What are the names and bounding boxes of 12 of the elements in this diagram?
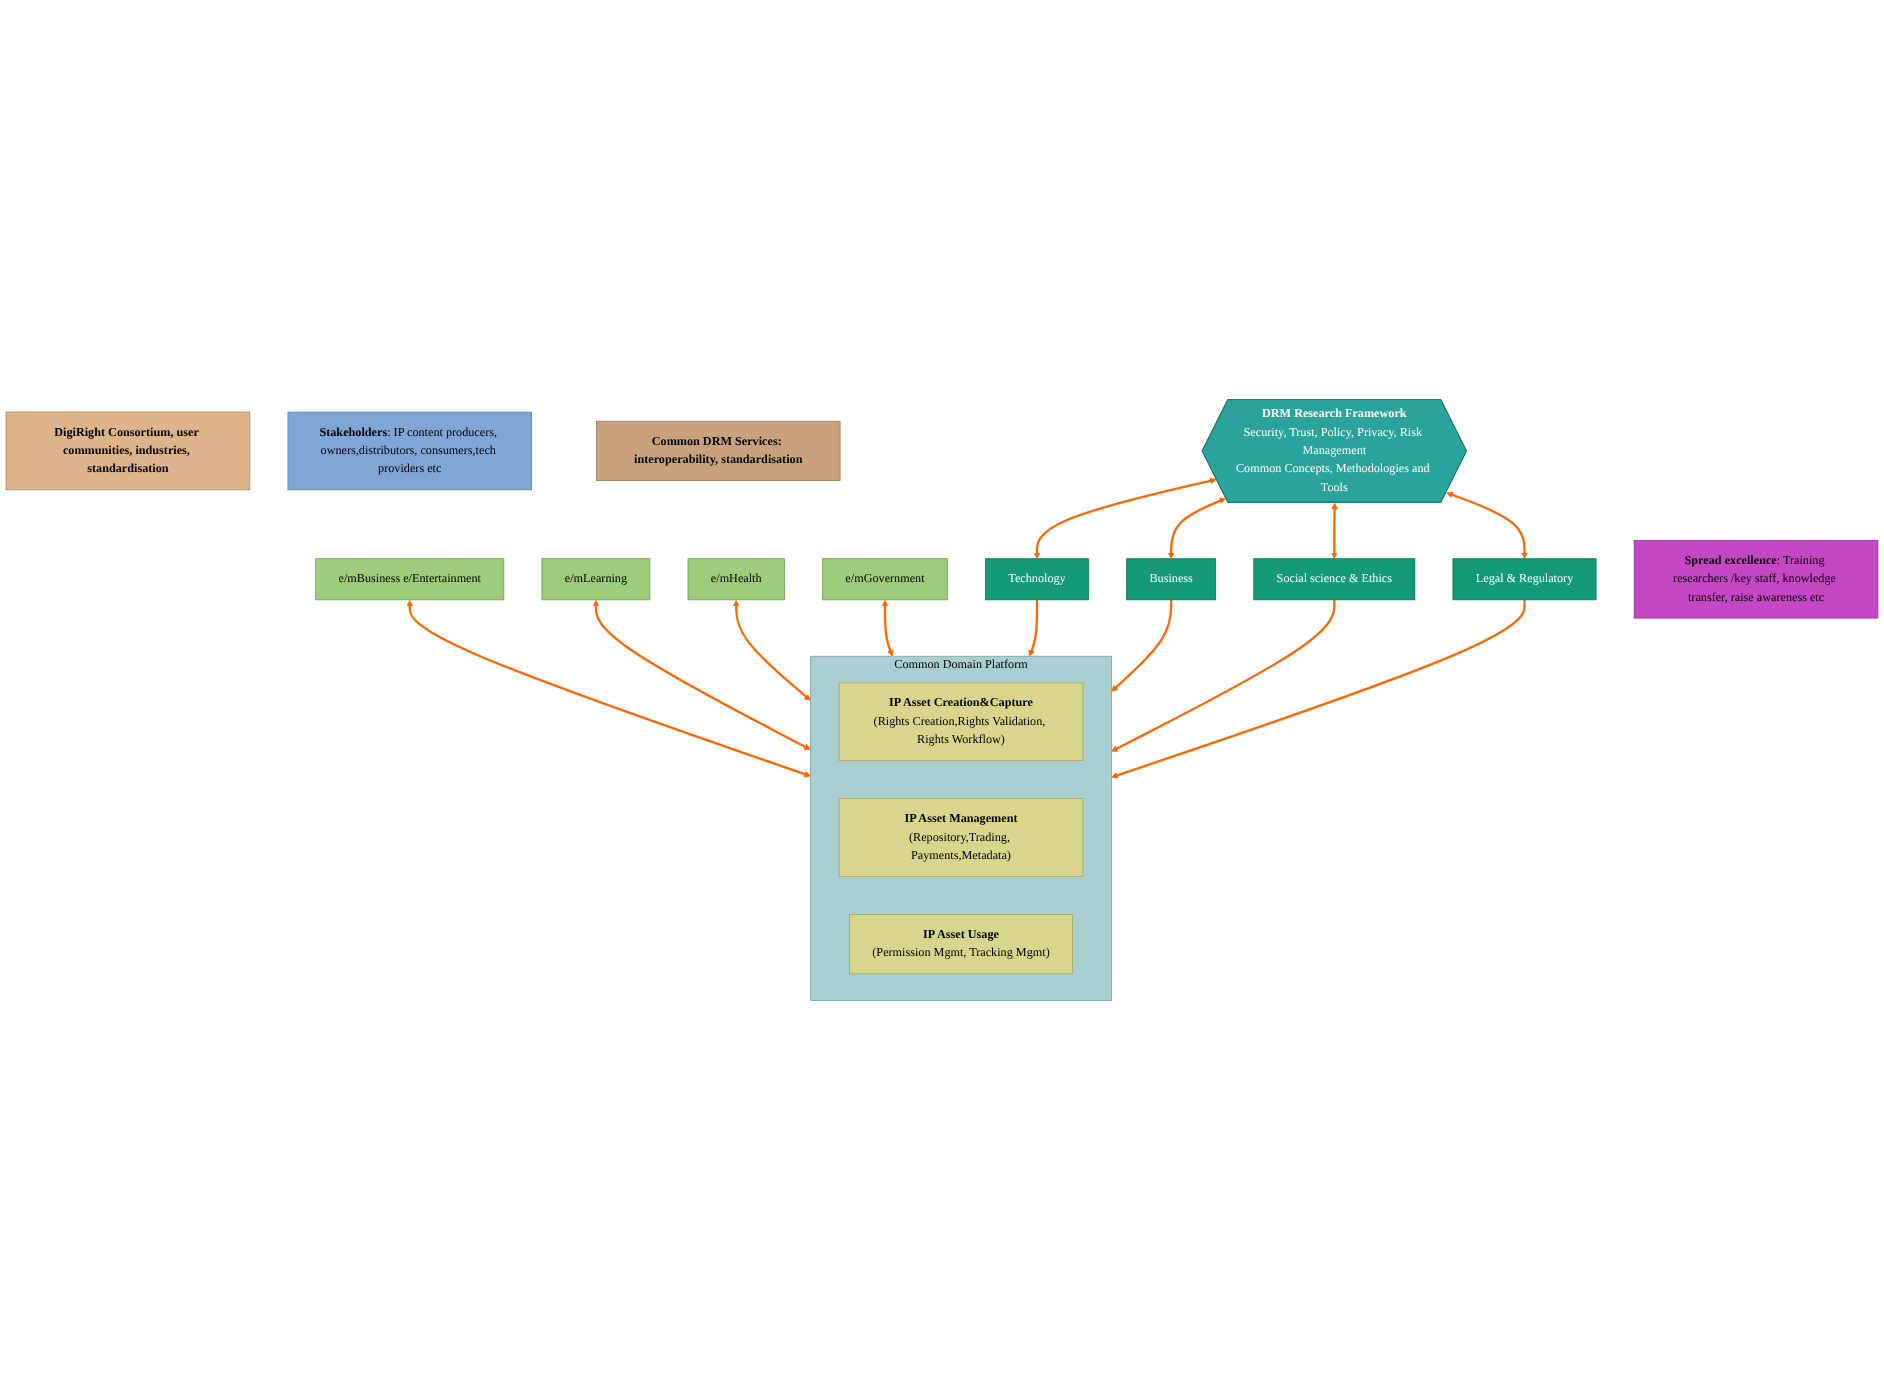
arrow — [1111, 599, 1336, 752]
arrow — [1446, 491, 1528, 559]
arrow — [406, 599, 811, 778]
arrow — [1167, 497, 1226, 559]
arrow — [1028, 599, 1039, 657]
arrow — [1033, 477, 1217, 559]
arrow — [881, 599, 894, 657]
arrow — [1111, 599, 1526, 779]
arrow — [592, 599, 811, 750]
arrow — [1330, 502, 1338, 559]
arrow — [732, 599, 811, 701]
arrow — [1111, 599, 1173, 692]
